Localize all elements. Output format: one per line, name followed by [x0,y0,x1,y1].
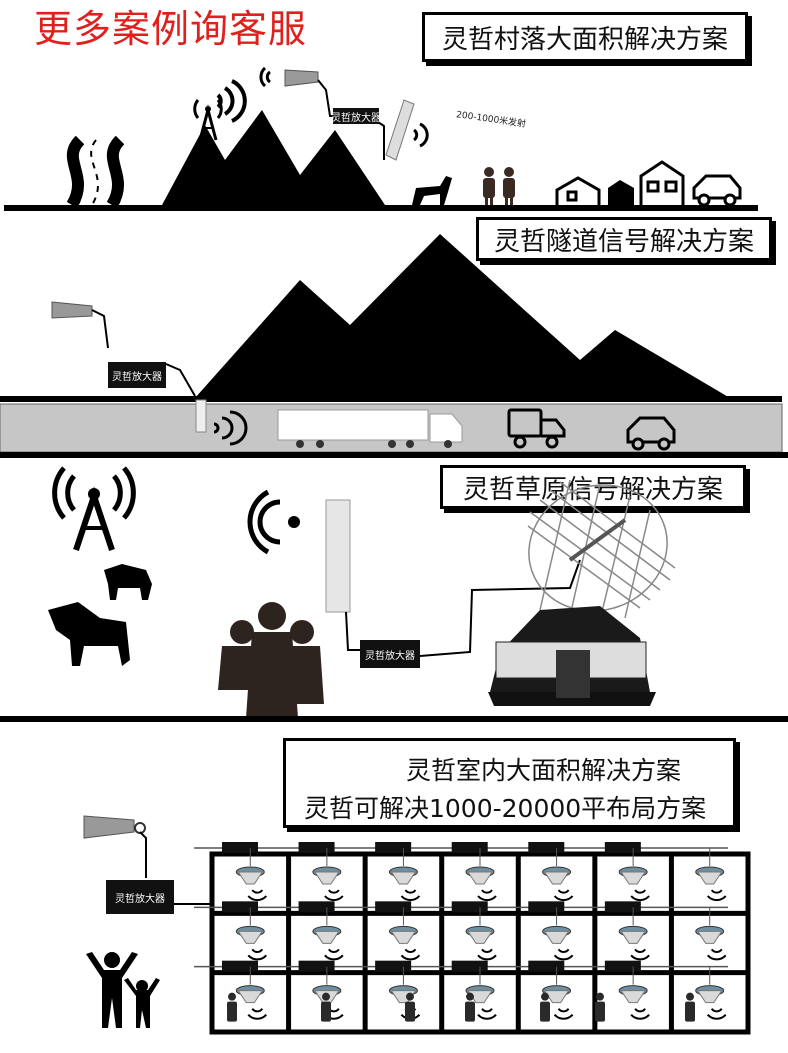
car-icon [692,174,742,207]
people-icon [540,992,550,1022]
truck-icon [507,408,566,449]
ceiling-antenna-icon [388,925,421,961]
horse-icon [412,176,452,205]
section4-title-box: 灵哲室内大面积解决方案 灵哲可解决1000-20000平布局方案 [283,738,736,828]
amplifier-block [375,842,412,853]
people-icon [227,992,237,1022]
ceiling-antenna-icon [542,925,574,961]
cow-icon [48,602,130,666]
amplifier-block [528,901,565,913]
cheering-people-icon [86,952,160,1028]
antenna-icon [83,815,146,839]
amplifier-block [298,960,335,972]
ceiling-antenna-icon [312,866,344,902]
antenna-icon [51,301,93,319]
page-title: 更多案例询客服 [34,7,308,51]
section2-title: 灵哲隧道信号解决方案 [476,217,772,261]
ceiling-antenna-icon [465,985,497,1020]
ceiling-antenna-icon [465,866,497,902]
signal-tower-icon [52,466,136,551]
ceiling-antenna-icon [618,866,650,902]
house-icon [639,160,685,205]
wave-icon [247,489,281,555]
ceiling-antenna-icon [695,985,727,1020]
amplifier-block [375,901,412,913]
wave-icon [412,122,429,148]
people-icon [218,602,324,718]
amplifier-block [375,960,412,972]
ceiling-antenna-icon [388,866,421,902]
ceiling-antenna-icon [695,925,727,961]
panel-antenna-icon [325,499,351,613]
amplifier-block [451,960,488,972]
amplifier-block [222,960,258,972]
people-icon [405,992,415,1022]
amplifier-block [604,842,641,853]
amplifier-box-4: 灵哲放大器 [106,880,174,914]
people-icon [321,992,331,1022]
ceiling-antenna-icon [618,925,650,961]
panel-antenna-icon [385,99,415,161]
amplifier-block [528,842,565,853]
wave-icon [213,410,248,446]
car-icon [626,416,676,451]
section4-scene [83,815,751,1035]
amplifier-box-2: 灵哲放大器 [108,362,166,388]
amplifier-block [451,842,488,853]
signal-tower-icon [193,99,223,141]
ceiling-antenna-icon [542,985,574,1020]
ceiling-antenna-icon [542,866,574,902]
section4-subtitle: 灵哲可解决1000-20000平布局方案 [304,794,707,823]
mountain-icon [195,234,730,398]
amplifier-block [298,901,335,913]
section1-title: 灵哲村落大面积解决方案 [422,12,748,62]
amplifier-block [604,960,641,972]
amplifier-box-1: 灵哲放大器 [331,108,381,124]
wave-icon [216,79,247,123]
people-icon [685,992,695,1022]
section2-scene [0,234,788,458]
house-icon [608,180,634,205]
amplifier-block [222,901,258,913]
ceiling-antenna-icon [235,866,268,902]
ceiling-antenna-icon [235,985,268,1020]
amplifier-block [451,901,488,913]
ceiling-antenna-icon [618,985,650,1020]
ceiling-antenna-icon [312,925,344,961]
road-icon [66,135,125,209]
section1-scene [4,66,758,211]
people-icon [595,992,605,1022]
people-icon [465,992,475,1022]
antenna-icon [259,66,319,88]
panel-antenna-icon [195,399,207,433]
mountain-icon [162,110,385,205]
truck-icon [277,409,463,448]
grid-dish-icon [527,479,676,621]
section3-scene [0,466,788,722]
ceiling-antenna-icon [235,925,268,961]
amplifier-block [222,842,258,853]
ceiling-antenna-icon [465,925,497,961]
section3-title: 灵哲草原信号解决方案 [440,465,746,509]
amplifier-block [604,901,641,913]
amplifier-block [298,842,335,853]
house-icon [555,176,601,205]
ceiling-antenna-icon [695,866,727,902]
amplifier-block [528,960,565,972]
cow-icon [104,564,152,600]
amplifier-box-3: 灵哲放大器 [360,640,420,668]
family-icon [483,167,515,205]
section4-title: 灵哲室内大面积解决方案 [406,756,682,785]
yurt-icon [488,606,656,706]
